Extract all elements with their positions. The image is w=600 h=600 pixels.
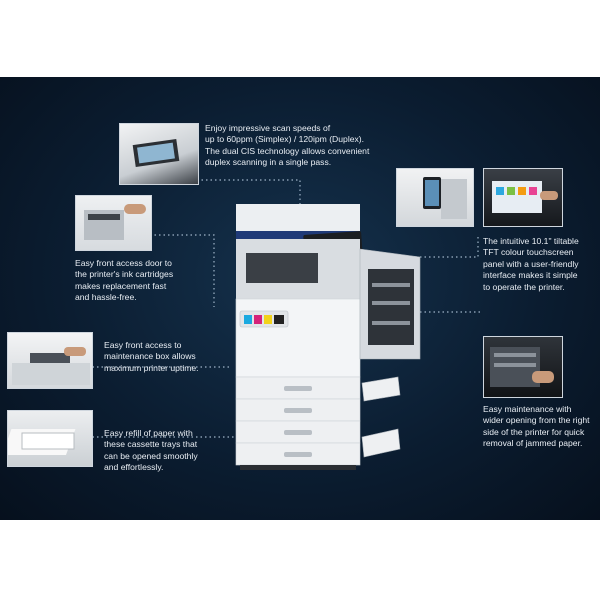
- caption-ink-door: Easy front access door to the printer's …: [75, 258, 174, 303]
- printer-illustration: [235, 204, 421, 470]
- feature-panel: Enjoy impressive scan speeds of up to 60…: [0, 77, 600, 520]
- tablet-photo: [396, 168, 474, 227]
- maintenance-box-photo: [7, 332, 93, 389]
- caption-touchscreen: The intuitive 10.1" tiltable TFT colour …: [483, 236, 579, 292]
- paper-tray-photo: [7, 410, 93, 467]
- ink-magenta: [254, 315, 262, 324]
- ink-black: [274, 315, 284, 324]
- caption-maintenance-box: Easy front access to maintenance box all…: [104, 340, 199, 373]
- caption-maintenance-side: Easy maintenance with wider opening from…: [483, 404, 590, 449]
- side-door-photo: [483, 336, 563, 398]
- brand-stripe: [236, 231, 360, 239]
- connector-ink: [150, 234, 215, 307]
- touchscreen-photo: [483, 168, 563, 227]
- caption-scan-speed: Enjoy impressive scan speeds of up to 60…: [205, 123, 370, 168]
- ink-cyan: [244, 315, 252, 324]
- connector-scan: [188, 179, 301, 217]
- ink-door-photo: [75, 195, 152, 251]
- caption-paper-refill: Easy refill of paper with these cassette…: [104, 428, 198, 473]
- scanner-photo: [119, 123, 199, 185]
- ink-yellow: [264, 315, 272, 324]
- connector-maintenance-box: [89, 347, 230, 368]
